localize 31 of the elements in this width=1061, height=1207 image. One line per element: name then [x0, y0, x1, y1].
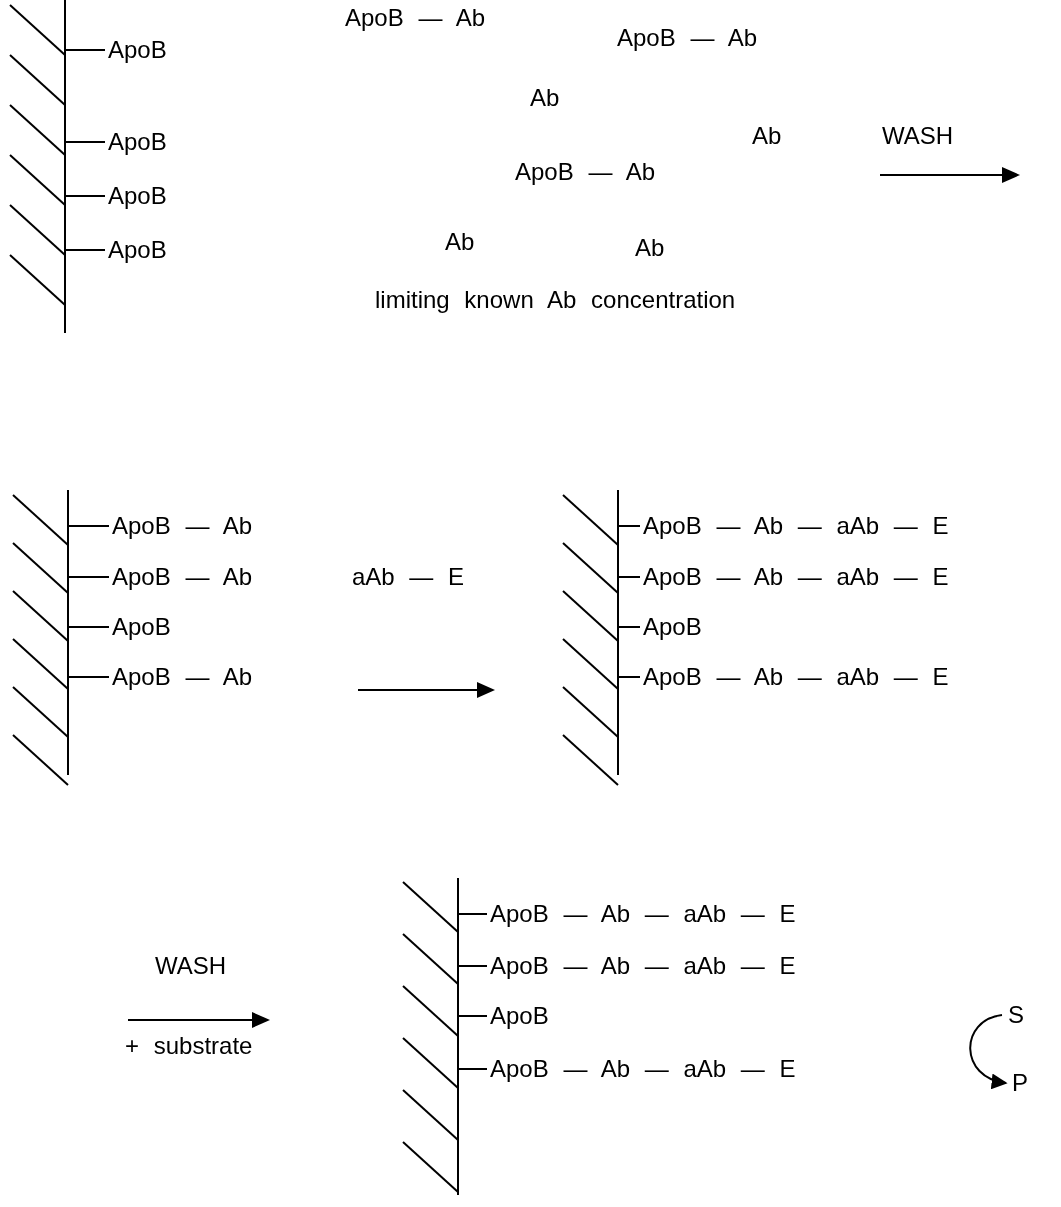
molecule-label: WASH: [155, 952, 227, 980]
molecule-label: ApoB — Ab: [345, 4, 486, 32]
molecule-label: ApoB: [643, 613, 702, 641]
molecule-label: ApoB — Ab: [515, 158, 656, 186]
molecule-label: ApoB — Ab: [112, 512, 253, 540]
molecule-label: Ab: [530, 84, 560, 112]
molecule-label: ApoB: [108, 36, 167, 64]
molecule-label: ApoB: [108, 182, 167, 210]
species-label: P: [1008, 1068, 1032, 1098]
molecule-label: ApoB — Ab — aAb — E: [490, 952, 796, 980]
molecule-label: Ab: [752, 122, 782, 150]
molecule-label: ApoB: [108, 236, 167, 264]
molecule-label: ApoB — Ab — aAb — E: [490, 900, 796, 928]
molecule-label: ApoB — Ab — aAb — E: [643, 512, 949, 540]
molecule-label: Ab: [635, 234, 665, 262]
molecule-label: ApoB — Ab — aAb — E: [643, 563, 949, 591]
molecule-label: aAb — E: [352, 563, 465, 591]
curved-arrow: [969, 1014, 1008, 1088]
species-label: S: [1004, 1000, 1028, 1030]
molecule-label: ApoB — Ab: [112, 563, 253, 591]
molecule-label: ApoB — Ab — aAb — E: [643, 663, 949, 691]
molecule-label: ApoB: [112, 613, 171, 641]
molecule-label: ApoB: [108, 128, 167, 156]
molecule-label: + substrate: [125, 1032, 253, 1060]
molecule-label: limiting known Ab concentration: [375, 286, 736, 314]
molecule-label: WASH: [882, 122, 954, 150]
molecule-label: ApoB — Ab — aAb — E: [490, 1055, 796, 1083]
molecule-label: ApoB: [490, 1002, 549, 1030]
molecule-label: ApoB — Ab: [112, 663, 253, 691]
molecule-label: ApoB — Ab: [617, 24, 758, 52]
molecule-label: Ab: [445, 228, 475, 256]
